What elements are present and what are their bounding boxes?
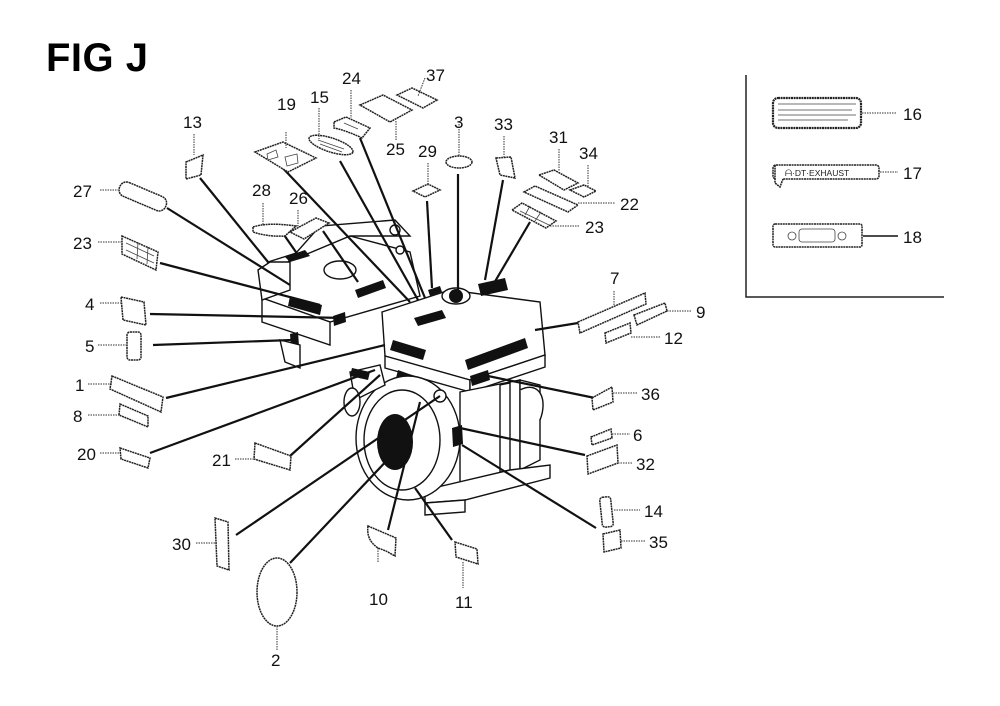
part-35 bbox=[602, 529, 622, 553]
callout-6: 6 bbox=[633, 426, 642, 445]
part-31 bbox=[537, 169, 580, 191]
callout-22: 22 bbox=[620, 195, 639, 214]
figure-title: FIG J bbox=[46, 36, 149, 80]
callout-11: 11 bbox=[455, 593, 473, 612]
callout-34: 34 bbox=[579, 144, 598, 163]
callout-21: 21 bbox=[212, 451, 231, 470]
part-26 bbox=[288, 217, 331, 240]
engine-body bbox=[257, 219, 551, 516]
part-8 bbox=[118, 402, 149, 429]
part-1 bbox=[109, 374, 164, 414]
part-shapes bbox=[109, 87, 668, 627]
callout-27: 27 bbox=[73, 182, 92, 201]
part-7 bbox=[577, 291, 647, 335]
callout-13: 13 bbox=[183, 113, 202, 132]
part-4 bbox=[120, 296, 147, 326]
callout-29: 29 bbox=[418, 142, 437, 161]
part-17-exhaust-label: ᗩ·DT·EXHAUST 17 bbox=[772, 164, 922, 189]
callout-10: 10 bbox=[369, 590, 388, 609]
callout-8: 8 bbox=[73, 407, 82, 426]
part-37 bbox=[395, 87, 439, 109]
part-27 bbox=[118, 181, 168, 212]
callout-2: 2 bbox=[271, 651, 280, 670]
part-29 bbox=[411, 183, 442, 198]
part-30 bbox=[214, 516, 230, 572]
part-5 bbox=[126, 331, 142, 361]
part-10 bbox=[366, 524, 397, 558]
part-20 bbox=[119, 446, 151, 469]
exhaust-label-text: ᗩ·DT·EXHAUST bbox=[785, 168, 849, 178]
part-15 bbox=[308, 134, 354, 156]
callout-20: 20 bbox=[77, 445, 96, 464]
callout-25: 25 bbox=[386, 140, 405, 159]
callout-23-right: 23 bbox=[585, 218, 604, 237]
part-6 bbox=[590, 427, 613, 447]
part-19 bbox=[253, 141, 318, 173]
callout-12: 12 bbox=[664, 329, 683, 348]
part-32 bbox=[586, 443, 619, 476]
callout-32: 32 bbox=[636, 455, 655, 474]
callout-3: 3 bbox=[454, 113, 463, 132]
callout-7: 7 bbox=[610, 269, 619, 288]
callout-15: 15 bbox=[310, 88, 329, 107]
part-2 bbox=[256, 557, 298, 627]
callout-24: 24 bbox=[342, 69, 361, 88]
part-23-right bbox=[510, 202, 558, 229]
callout-17: 17 bbox=[903, 164, 922, 183]
callout-18: 18 bbox=[903, 228, 922, 247]
callout-1: 1 bbox=[75, 376, 84, 395]
part-28 bbox=[252, 223, 298, 237]
part-12 bbox=[604, 321, 632, 345]
callout-37: 37 bbox=[426, 66, 445, 85]
part-36 bbox=[591, 385, 614, 412]
part-21 bbox=[253, 441, 292, 471]
part-18-switch-label: 18 bbox=[772, 223, 922, 248]
part-3 bbox=[445, 155, 473, 169]
part-9 bbox=[633, 301, 668, 327]
part-24 bbox=[333, 116, 372, 139]
callout-ticks bbox=[88, 77, 692, 650]
callout-numbers: 13 27 23 4 5 1 8 20 21 30 2 10 11 28 26 … bbox=[73, 66, 705, 670]
callout-31: 31 bbox=[549, 128, 568, 147]
callout-4: 4 bbox=[85, 295, 94, 314]
callout-28: 28 bbox=[252, 181, 271, 200]
part-11 bbox=[454, 540, 479, 566]
callout-30: 30 bbox=[172, 535, 191, 554]
part-14 bbox=[599, 496, 614, 528]
part-23-left bbox=[121, 234, 159, 272]
part-34 bbox=[568, 184, 598, 198]
part-25 bbox=[358, 94, 414, 123]
callout-35: 35 bbox=[649, 533, 668, 552]
callout-23-left: 23 bbox=[73, 234, 92, 253]
callout-36: 36 bbox=[641, 385, 660, 404]
inset-panel: 16 ᗩ·DT·EXHAUST 17 18 bbox=[745, 75, 944, 298]
callout-26: 26 bbox=[289, 189, 308, 208]
callout-16: 16 bbox=[903, 105, 922, 124]
part-33 bbox=[495, 156, 516, 179]
callout-14: 14 bbox=[644, 502, 663, 521]
part-16-warning-label: 16 bbox=[771, 96, 922, 130]
callout-19: 19 bbox=[277, 95, 296, 114]
callout-9: 9 bbox=[696, 303, 705, 322]
callout-33: 33 bbox=[494, 115, 513, 134]
part-13 bbox=[185, 153, 204, 180]
leader-lines bbox=[149, 137, 597, 564]
callout-5: 5 bbox=[85, 337, 94, 356]
part-22 bbox=[522, 185, 580, 213]
